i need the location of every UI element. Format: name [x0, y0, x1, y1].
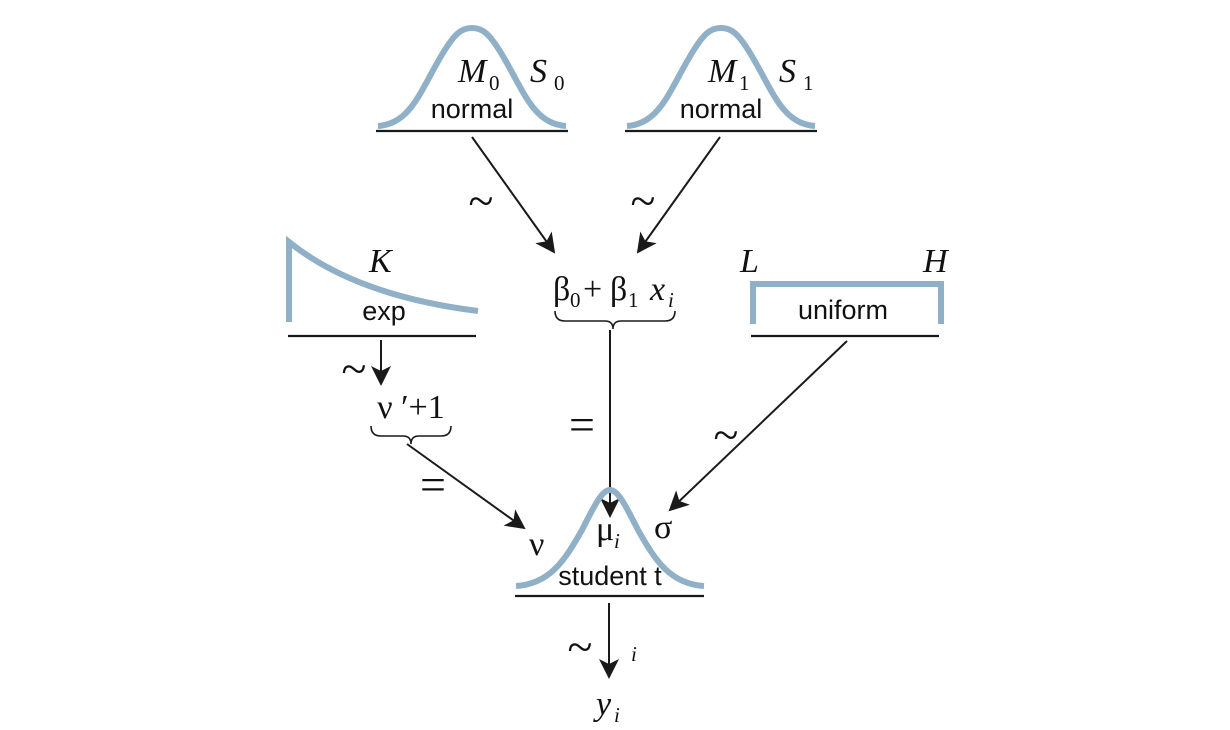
tilde-slope: ~	[631, 175, 656, 226]
normal-curve-icon	[626, 24, 816, 129]
param-mean-symbol: M	[707, 53, 738, 90]
arrow-intercept-to-linear	[471, 136, 556, 254]
param-sigma-symbol: σ	[654, 509, 672, 546]
x-subscript: i	[668, 288, 674, 312]
param-high-symbol: H	[922, 243, 950, 280]
equals-nu: =	[420, 459, 446, 510]
param-mean-subscript: 1	[739, 71, 750, 95]
tilde-uniform: ~	[714, 409, 739, 460]
dist-name-exp: exp	[362, 296, 406, 326]
normal-slope-prior: normal M 1 S 1	[625, 24, 817, 133]
param-mu-symbol: μ	[596, 511, 614, 548]
param-sd-subscript: 0	[554, 71, 565, 95]
param-rate-symbol: K	[368, 243, 394, 280]
linear-brace	[554, 310, 676, 330]
beta1-subscript: 1	[628, 288, 639, 312]
param-mean-symbol: M	[457, 53, 488, 90]
param-nu-symbol: ν	[529, 526, 544, 563]
normal-intercept-prior: normal M 0 S 0	[376, 24, 568, 133]
uniform-prior: uniform L H	[739, 243, 950, 338]
param-sd-symbol: S	[779, 53, 796, 90]
dist-name-normal: normal	[431, 94, 514, 124]
normal-curve-icon	[377, 24, 567, 129]
x-symbol: x	[649, 271, 665, 308]
nu-expression: ν ′+1	[377, 389, 445, 426]
tilde-exp: ~	[342, 343, 367, 394]
tilde-y: ~	[568, 621, 593, 672]
plus-symbol: +	[583, 271, 602, 308]
exp-curve-icon	[286, 235, 479, 322]
arrow-slope-to-linear	[636, 136, 721, 254]
dist-name-normal: normal	[680, 94, 763, 124]
student-t-curve-icon	[515, 486, 705, 589]
uniform-curve-icon	[750, 281, 944, 324]
beta1-symbol: β	[610, 271, 627, 308]
linear-predictor: β 0 + β 1 x i	[553, 271, 676, 330]
y-subscript: i	[614, 703, 620, 727]
beta0-subscript: 0	[570, 288, 581, 312]
nu-brace	[370, 425, 452, 445]
param-mu-subscript: i	[614, 529, 620, 553]
arrow-nu-to-t	[406, 443, 526, 530]
param-sd-subscript: 1	[803, 71, 814, 95]
beta0-symbol: β	[553, 271, 570, 308]
student-t-likelihood: student t ν μ i σ	[515, 486, 705, 598]
dist-name-uniform: uniform	[798, 295, 888, 325]
equals-mu: =	[569, 399, 595, 450]
param-low-symbol: L	[739, 243, 759, 280]
tilde-intercept: ~	[469, 175, 494, 226]
param-mean-subscript: 0	[489, 71, 500, 95]
arrow-uniform-to-sigma	[668, 340, 848, 512]
param-sd-symbol: S	[530, 53, 547, 90]
index-i: i	[631, 642, 637, 666]
y-symbol: y	[593, 686, 612, 723]
dist-name-student-t: student t	[558, 561, 662, 591]
exp-prior: exp K	[286, 235, 479, 338]
